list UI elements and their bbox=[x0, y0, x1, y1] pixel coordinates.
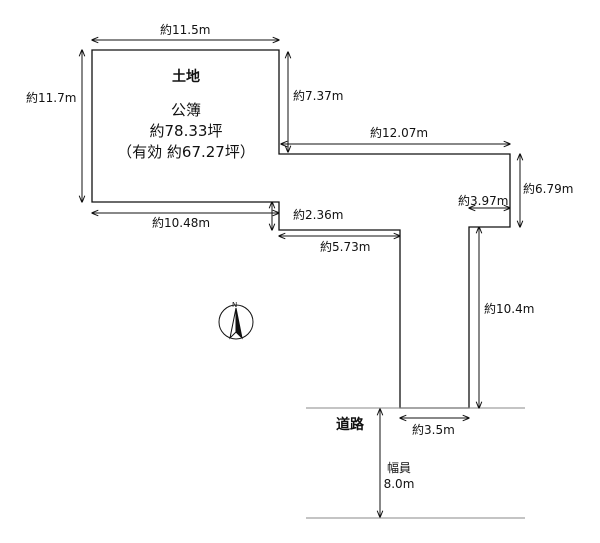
parcel-title: 土地 bbox=[172, 69, 200, 85]
dimension-label-top: 約11.5m bbox=[160, 23, 211, 37]
road-label: 道路 bbox=[336, 417, 364, 433]
dimension-label-right: 約6.79m bbox=[523, 182, 574, 196]
dimension-label-lower: 約5.73m bbox=[320, 240, 371, 254]
dimension-label-upper-right: 約7.37m bbox=[293, 89, 344, 103]
dimension-label-middle: 約12.07m bbox=[370, 126, 429, 140]
dimension-label-right-inset: 約3.97m bbox=[458, 194, 509, 208]
registered-area: 約78.33坪 bbox=[149, 122, 223, 140]
compass-north-letter: N bbox=[232, 301, 238, 309]
dimension-label-step: 約2.36m bbox=[293, 208, 344, 222]
dimension-label-access: 約10.4m bbox=[484, 302, 535, 316]
dimension-label-frontage: 約3.5m bbox=[412, 423, 455, 437]
road-width-heading: 幅員 bbox=[386, 461, 411, 475]
dimension-label-left: 約11.7m bbox=[26, 91, 77, 105]
area-heading: 公簿 bbox=[170, 101, 201, 119]
road-width-value: 8.0m bbox=[383, 477, 415, 491]
dimension-label-lower-left: 約10.48m bbox=[152, 216, 211, 230]
north-compass-icon bbox=[218, 304, 254, 340]
effective-area: （有効 約67.27坪） bbox=[117, 143, 255, 161]
